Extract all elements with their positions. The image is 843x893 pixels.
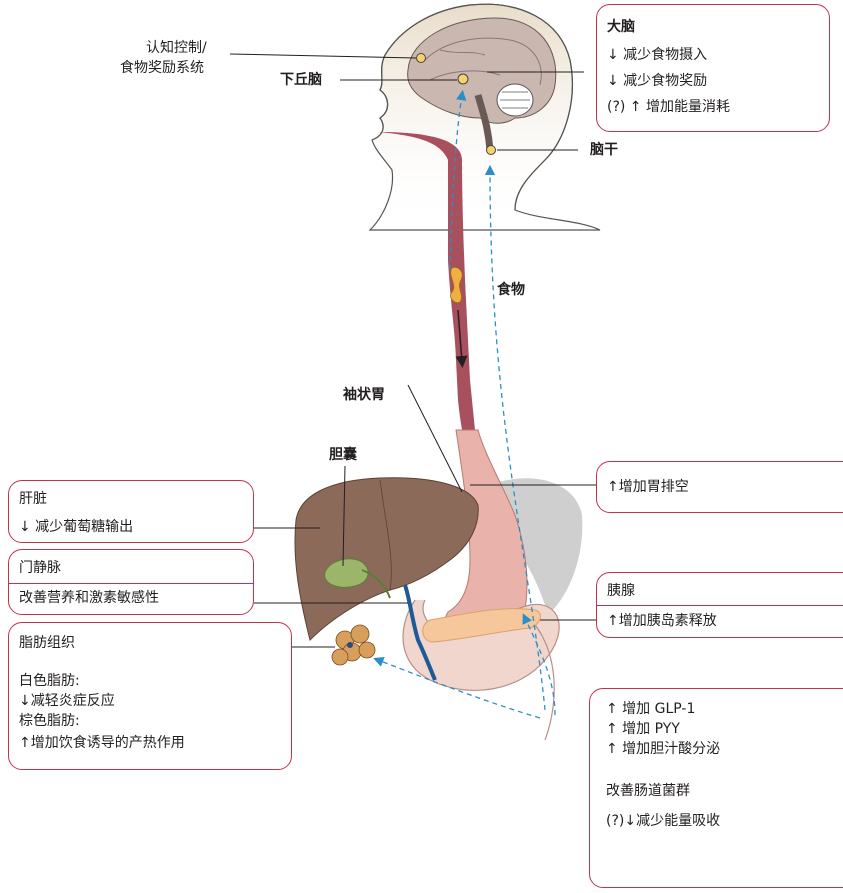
adipose-box-title: 脂肪组织 <box>19 633 75 653</box>
gut-item: ↑ 增加 GLP-1 <box>606 699 695 719</box>
liver-item: ↓ 减少葡萄糖输出 <box>19 517 133 537</box>
hypothalamus-node <box>458 74 468 84</box>
brown-fat-title: 棕色脂肪: <box>19 711 80 731</box>
cognitive-node <box>417 54 426 63</box>
portal-box-divider <box>9 583 253 584</box>
brain-effects-box: 大脑 ↓ 减少食物摄入 ↓ 减少食物奖励 (?) ↑ 增加能量消耗 <box>596 4 830 132</box>
liver-effects-box: 肝脏 ↓ 减少葡萄糖输出 <box>8 480 254 543</box>
brainstem-node <box>487 146 496 155</box>
pancreas-effects-box: 胰腺 ↑增加胰岛素释放 <box>596 572 843 638</box>
gut-effects-box: ↑ 增加 GLP-1 ↑ 增加 PYY ↑ 增加胆汁酸分泌 改善肠道菌群 (?)… <box>589 688 843 888</box>
brown-fat-item: ↑增加饮食诱导的产热作用 <box>19 733 185 753</box>
food-label: 食物 <box>497 280 525 300</box>
microbiota-item: (?)↓减少能量吸收 <box>606 811 720 831</box>
portal-item: 改善营养和激素敏感性 <box>19 588 159 608</box>
brain-item: (?) ↑ 增加能量消耗 <box>607 97 730 117</box>
microbiota-title: 改善肠道菌群 <box>606 781 690 801</box>
portal-vein-effects-box: 门静脉 改善营养和激素敏感性 <box>8 549 254 615</box>
stomach-effects-box: ↑增加胃排空 <box>596 461 843 513</box>
brain-box-title: 大脑 <box>607 17 635 37</box>
pancreas-box-title: 胰腺 <box>607 581 635 601</box>
brain-item: ↓ 减少食物奖励 <box>607 71 707 91</box>
white-fat-title: 白色脂肪: <box>19 671 80 691</box>
gut-item: ↑ 增加 PYY <box>606 719 680 739</box>
brain-item: ↓ 减少食物摄入 <box>607 45 707 65</box>
white-fat-item: ↓减轻炎症反应 <box>19 691 115 711</box>
cognitive-label: 认知控制/ 食物奖励系统 <box>120 38 207 78</box>
brainstem-label: 脑干 <box>590 140 618 160</box>
pancreas-item: ↑增加胰岛素释放 <box>607 611 717 631</box>
hypothalamus-label: 下丘脑 <box>280 70 322 90</box>
adipose-effects-box: 脂肪组织 白色脂肪: ↓减轻炎症反应 棕色脂肪: ↑增加饮食诱导的产热作用 <box>8 622 292 770</box>
stomach-item: ↑增加胃排空 <box>607 477 689 497</box>
gut-item: ↑ 增加胆汁酸分泌 <box>606 739 720 759</box>
gallbladder-label: 胆囊 <box>329 445 357 465</box>
liver-box-title: 肝脏 <box>19 489 47 509</box>
adipose-cluster <box>332 625 375 665</box>
sleeve-stomach-label: 袖状胃 <box>343 385 385 405</box>
portal-box-title: 门静脉 <box>19 558 61 578</box>
pancreas-box-divider <box>597 605 843 606</box>
